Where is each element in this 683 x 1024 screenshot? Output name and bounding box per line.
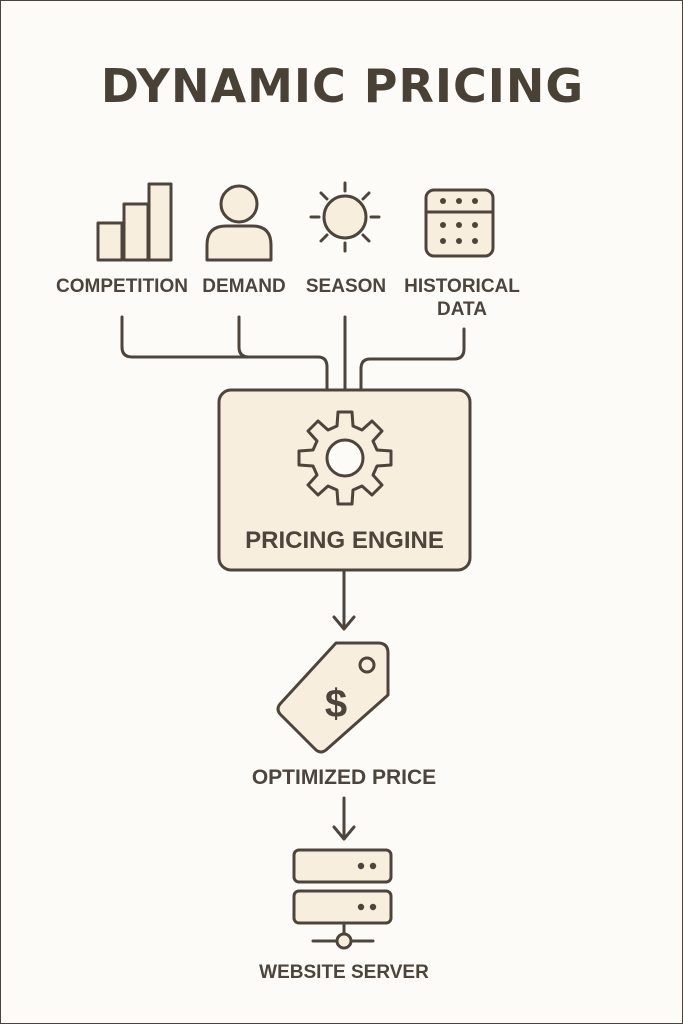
input-connectors xyxy=(120,315,466,391)
arrow-to-price xyxy=(332,570,356,631)
bar-chart-icon xyxy=(96,182,173,262)
pricing-engine-label: PRICING ENGINE xyxy=(245,527,444,554)
calendar-icon xyxy=(424,188,495,258)
input-label-competition: COMPETITION xyxy=(56,276,188,297)
input-label-demand: DEMAND xyxy=(202,276,286,297)
sun-icon xyxy=(309,181,381,253)
diagram-title: DYNAMIC PRICING xyxy=(100,59,585,113)
website-server-label: WEBSITE SERVER xyxy=(259,962,429,983)
input-label-data: DATA xyxy=(437,299,487,320)
input-label-historical: HISTORICAL xyxy=(404,276,520,297)
arrow-to-server xyxy=(332,796,356,841)
dollar-symbol: $ xyxy=(325,682,347,726)
optimized-price-label: OPTIMIZED PRICE xyxy=(251,766,437,789)
server-icon xyxy=(292,848,393,950)
person-icon xyxy=(205,184,273,262)
price-tag-icon xyxy=(276,641,390,754)
input-label-season: SEASON xyxy=(305,276,387,297)
